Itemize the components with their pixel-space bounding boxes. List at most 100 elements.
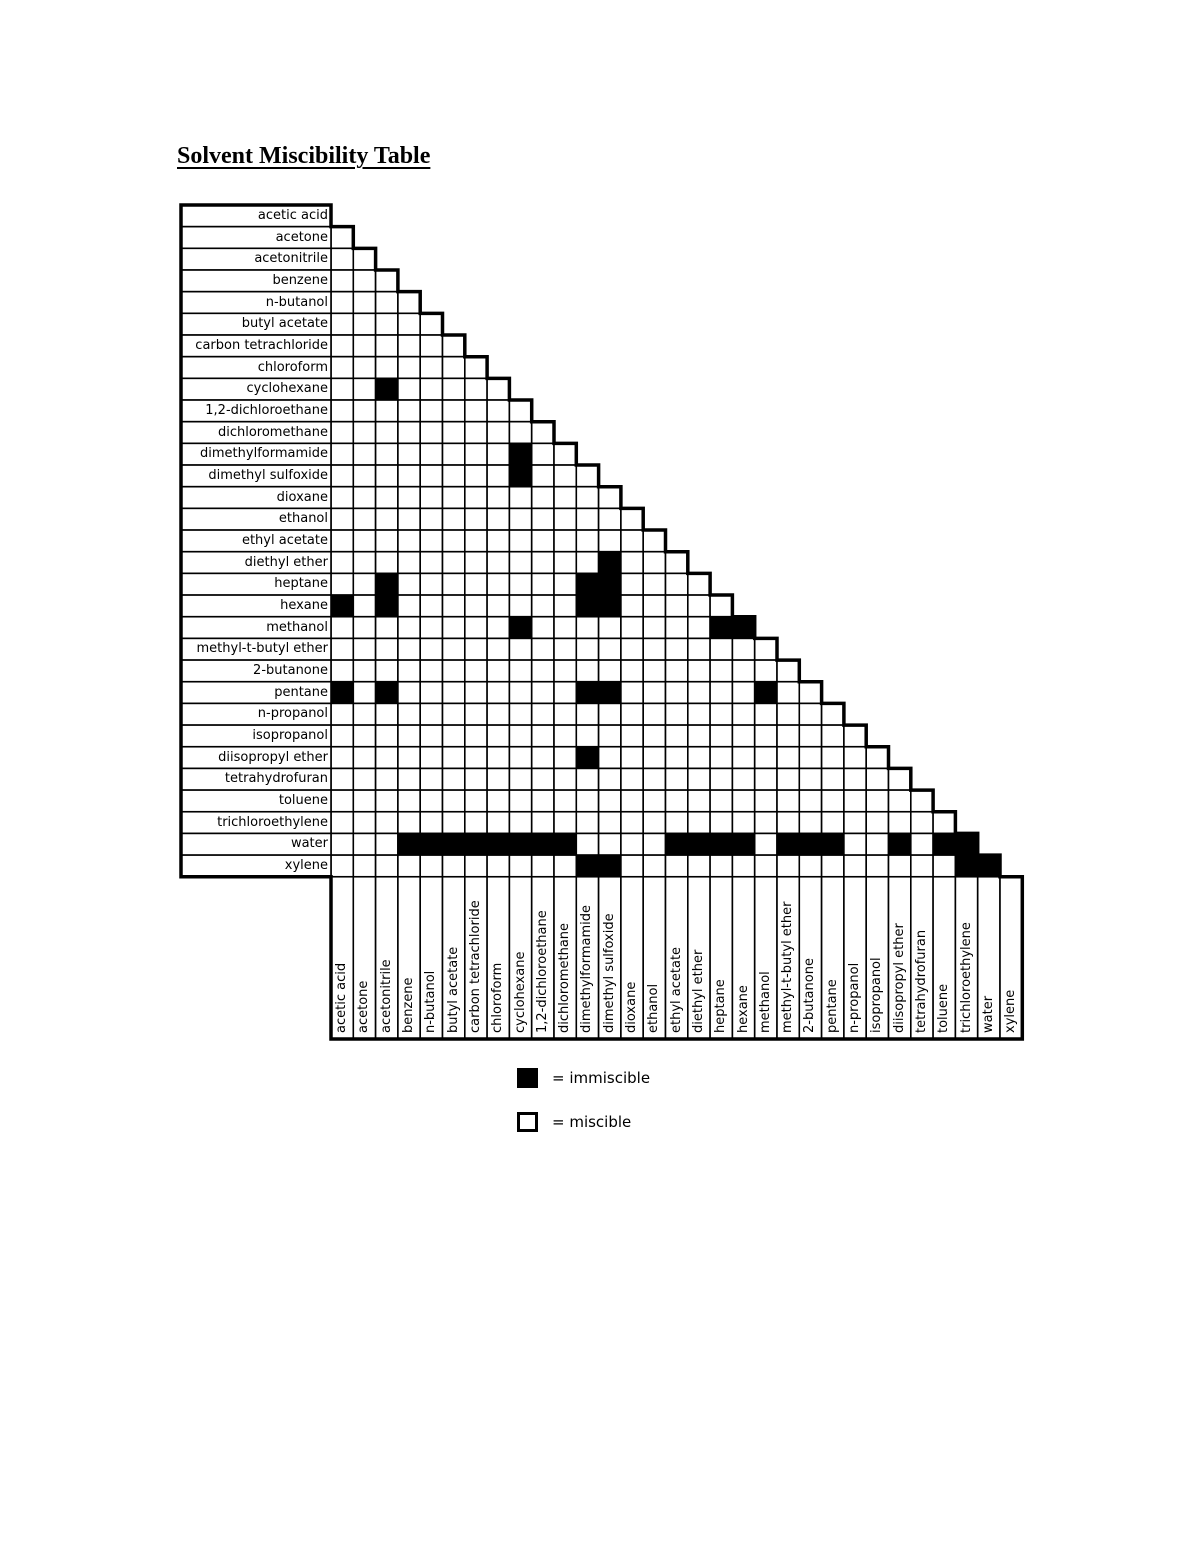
miscible-cell — [530, 572, 555, 596]
miscible-cell — [909, 810, 934, 835]
miscible-cell — [441, 420, 466, 445]
miscible-cell — [597, 529, 622, 553]
miscible-cell — [820, 724, 845, 748]
miscible-cell — [731, 702, 756, 726]
miscible-cell — [330, 399, 355, 423]
miscible-cell — [508, 659, 533, 683]
miscible-cell — [664, 659, 689, 683]
miscible-cell — [486, 745, 511, 770]
miscible-cell — [575, 767, 600, 791]
miscible-cell — [397, 507, 421, 531]
miscible-cell — [843, 724, 868, 748]
miscible-cell — [820, 745, 845, 770]
immiscible-cell — [486, 832, 511, 856]
miscible-cell — [731, 637, 756, 661]
miscible-cell — [597, 507, 622, 531]
miscible-cell — [374, 702, 399, 726]
miscible-cell — [575, 637, 600, 661]
miscible-cell — [419, 399, 444, 423]
miscible-cell — [330, 637, 355, 661]
miscible-cell — [508, 854, 533, 878]
miscible-cell — [553, 485, 578, 510]
miscible-cell — [664, 745, 689, 770]
miscible-cell — [486, 594, 511, 618]
row-label: hexane — [280, 598, 328, 614]
immiscible-cell — [508, 615, 533, 640]
miscible-cell — [463, 810, 488, 835]
row-label: n-propanol — [257, 706, 328, 722]
miscible-cell — [330, 464, 355, 488]
miscible-cell — [553, 854, 578, 878]
miscible-cell — [776, 810, 801, 835]
miscible-cell — [419, 507, 444, 531]
miscible-cell — [486, 485, 511, 510]
immiscible-cell — [441, 832, 466, 856]
miscible-cell — [441, 810, 466, 835]
miscible-cell — [553, 702, 578, 726]
row-label: dichloromethane — [217, 424, 328, 440]
miscible-cell — [731, 767, 756, 791]
row-label: cyclohexane — [246, 381, 328, 397]
column-label: heptane — [713, 979, 729, 1033]
miscible-cell — [463, 507, 488, 531]
miscible-cell — [441, 789, 466, 813]
column-label: acetonitrile — [378, 959, 394, 1033]
miscible-cell — [463, 572, 488, 596]
immiscible-cell — [798, 832, 823, 856]
miscible-cell — [486, 702, 511, 726]
immiscible-cell — [530, 832, 555, 856]
miscible-cell — [642, 767, 667, 791]
miscible-cell — [397, 399, 421, 423]
miscible-cell — [330, 550, 355, 575]
column-label: hexane — [735, 985, 751, 1033]
column-label: 1,2-dichloroethane — [534, 910, 550, 1033]
miscible-cell — [374, 464, 399, 488]
miscible-cell — [575, 550, 600, 575]
miscible-cell — [686, 767, 711, 791]
miscible-cell — [397, 377, 421, 401]
miscible-cell — [530, 420, 555, 445]
column-label: xylene — [1003, 989, 1019, 1033]
miscible-cell — [330, 854, 355, 878]
column-label: acetone — [356, 980, 372, 1033]
miscible-cell — [330, 789, 355, 813]
miscible-cell — [508, 724, 533, 748]
miscible-cell — [441, 529, 466, 553]
miscible-cell — [530, 529, 555, 553]
miscible-cell — [352, 269, 377, 293]
row-label: methyl-t-butyl ether — [196, 641, 329, 657]
row-label: water — [290, 836, 328, 852]
miscible-cell — [553, 550, 578, 575]
column-label: carbon tetrachloride — [467, 900, 483, 1033]
miscible-cell — [575, 702, 600, 726]
miscible-cell — [731, 659, 756, 683]
immiscible-cell — [753, 680, 778, 705]
miscible-cell — [441, 767, 466, 791]
miscible-cell — [642, 854, 667, 878]
miscible-cell — [463, 550, 488, 575]
column-label: dichloromethane — [557, 922, 573, 1033]
miscible-cell — [374, 355, 399, 380]
miscible-cell — [397, 789, 421, 813]
miscible-cell — [463, 399, 488, 423]
miscible-cell — [776, 789, 801, 813]
miscible-cell — [530, 442, 555, 466]
miscible-cell — [374, 485, 399, 510]
miscible-cell — [709, 724, 734, 748]
immiscible-cell — [508, 464, 533, 488]
miscible-cell — [486, 464, 511, 488]
table-outline — [179, 203, 1025, 1041]
miscible-cell — [486, 789, 511, 813]
miscible-cell — [597, 702, 622, 726]
miscible-cell — [664, 767, 689, 791]
miscible-cell — [397, 637, 421, 661]
legend-miscible-label: = miscible — [552, 1113, 632, 1131]
miscible-cell — [530, 485, 555, 510]
miscible-cell — [397, 615, 421, 640]
miscible-cell — [441, 399, 466, 423]
miscible-cell — [508, 767, 533, 791]
miscible-cell — [508, 680, 533, 705]
miscible-cell — [463, 702, 488, 726]
immiscible-cell — [508, 442, 533, 466]
miscible-cell — [530, 854, 555, 878]
